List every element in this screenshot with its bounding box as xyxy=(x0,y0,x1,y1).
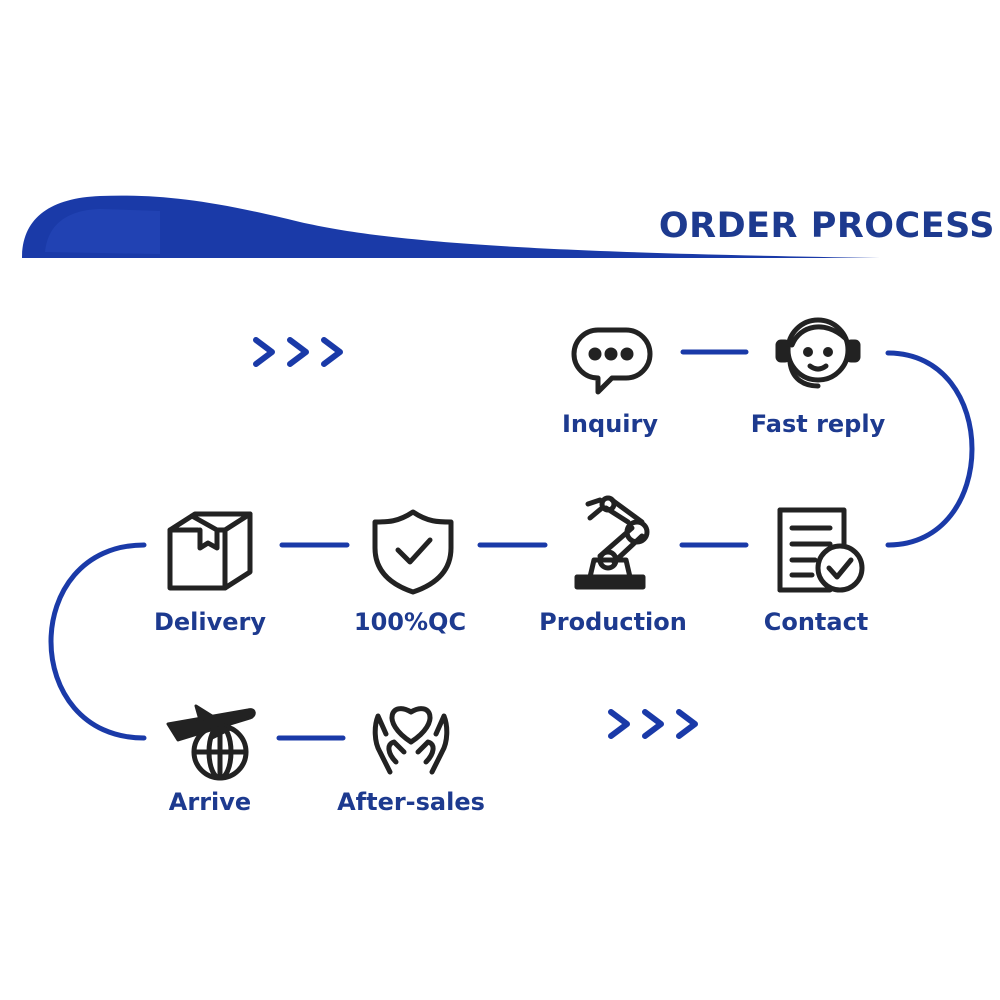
airplane-globe-icon xyxy=(166,704,256,781)
package-box-icon xyxy=(167,511,253,591)
shield-check-icon xyxy=(372,509,454,595)
step-label-delivery: Delivery xyxy=(153,608,267,636)
step-label-arrive: Arrive xyxy=(168,788,252,816)
robot-arm-icon xyxy=(574,495,650,590)
step-label-after-sales: After-sales xyxy=(337,788,485,816)
step-label-contact: Contact xyxy=(763,608,869,636)
chat-bubble-icon xyxy=(571,327,653,395)
step-label-inquiry: Inquiry xyxy=(562,410,658,438)
step-label-qc: 100%QC xyxy=(353,608,467,636)
header-wave-highlight xyxy=(45,209,160,254)
connector-curve-right xyxy=(885,350,975,548)
customer-service-headset-icon xyxy=(775,317,861,389)
header-wave xyxy=(22,195,880,258)
hands-heart-icon xyxy=(372,706,450,775)
contract-check-icon xyxy=(777,507,865,593)
chevrons-top-icon xyxy=(253,337,343,367)
connector-curve-left xyxy=(48,542,147,741)
step-label-fast-reply: Fast reply xyxy=(750,410,886,438)
step-label-production: Production xyxy=(539,608,687,636)
chevrons-bottom-icon xyxy=(608,709,698,739)
page-title: ORDER PROCESS xyxy=(658,206,995,246)
